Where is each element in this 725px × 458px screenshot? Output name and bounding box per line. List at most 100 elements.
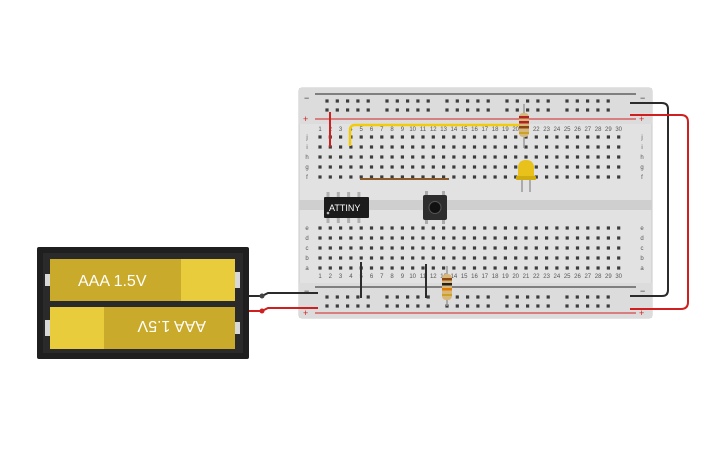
rail-hole[interactable] (575, 99, 579, 103)
terminal-hole[interactable] (483, 145, 487, 149)
terminal-hole[interactable] (545, 155, 549, 159)
terminal-hole[interactable] (390, 155, 394, 159)
terminal-hole[interactable] (545, 256, 549, 260)
terminal-hole[interactable] (534, 266, 538, 270)
terminal-hole[interactable] (555, 236, 559, 240)
terminal-hole[interactable] (617, 135, 621, 139)
terminal-hole[interactable] (328, 266, 332, 270)
terminal-hole[interactable] (472, 266, 477, 270)
terminal-hole[interactable] (380, 155, 384, 159)
terminal-hole[interactable] (339, 155, 343, 159)
rail-hole[interactable] (455, 99, 459, 103)
terminal-hole[interactable] (452, 155, 456, 159)
terminal-hole[interactable] (411, 155, 415, 159)
terminal-hole[interactable] (472, 175, 477, 179)
terminal-hole[interactable] (483, 155, 487, 159)
terminal-hole[interactable] (339, 165, 343, 169)
terminal-hole[interactable] (493, 135, 497, 139)
terminal-hole[interactable] (400, 145, 404, 149)
terminal-hole[interactable] (534, 165, 538, 169)
terminal-hole[interactable] (369, 135, 374, 139)
terminal-hole[interactable] (359, 135, 363, 139)
terminal-hole[interactable] (545, 175, 549, 179)
terminal-hole[interactable] (586, 155, 590, 159)
terminal-hole[interactable] (575, 175, 580, 179)
terminal-hole[interactable] (359, 165, 363, 169)
terminal-hole[interactable] (575, 145, 580, 149)
terminal-hole[interactable] (493, 236, 497, 240)
terminal-hole[interactable] (318, 256, 322, 260)
wire-red-rail-bridge[interactable] (630, 114, 689, 310)
rail-hole[interactable] (335, 99, 339, 103)
terminal-hole[interactable] (328, 246, 332, 250)
terminal-hole[interactable] (400, 155, 404, 159)
terminal-hole[interactable] (586, 175, 590, 179)
rail-hole[interactable] (565, 304, 569, 308)
terminal-hole[interactable] (555, 175, 559, 179)
terminal-hole[interactable] (369, 266, 374, 270)
rail-hole[interactable] (325, 108, 329, 112)
rail-hole[interactable] (356, 295, 360, 299)
terminal-hole[interactable] (555, 145, 559, 149)
terminal-hole[interactable] (328, 165, 332, 169)
terminal-hole[interactable] (431, 145, 435, 149)
rail-hole[interactable] (356, 304, 360, 308)
terminal-hole[interactable] (400, 165, 404, 169)
rail-hole[interactable] (596, 295, 600, 299)
terminal-hole[interactable] (524, 246, 528, 250)
terminal-hole[interactable] (617, 175, 621, 179)
attiny-chip[interactable]: ATTINY (324, 192, 369, 223)
rail-hole[interactable] (536, 99, 540, 103)
terminal-hole[interactable] (606, 246, 610, 250)
terminal-hole[interactable] (606, 226, 610, 230)
rail-hole[interactable] (606, 295, 610, 299)
terminal-hole[interactable] (545, 165, 549, 169)
terminal-hole[interactable] (472, 246, 477, 250)
terminal-hole[interactable] (369, 226, 374, 230)
terminal-hole[interactable] (514, 246, 518, 250)
terminal-hole[interactable] (369, 145, 374, 149)
terminal-hole[interactable] (442, 145, 446, 149)
terminal-hole[interactable] (318, 145, 322, 149)
terminal-hole[interactable] (359, 226, 363, 230)
terminal-hole[interactable] (555, 135, 559, 139)
terminal-hole[interactable] (596, 256, 600, 260)
rail-hole[interactable] (406, 295, 410, 299)
terminal-hole[interactable] (390, 236, 394, 240)
terminal-hole[interactable] (596, 246, 600, 250)
terminal-hole[interactable] (606, 165, 610, 169)
terminal-hole[interactable] (349, 165, 353, 169)
terminal-hole[interactable] (349, 175, 353, 179)
terminal-hole[interactable] (452, 236, 456, 240)
terminal-hole[interactable] (524, 145, 528, 149)
rail-hole[interactable] (476, 304, 480, 308)
terminal-hole[interactable] (359, 256, 363, 260)
terminal-hole[interactable] (390, 256, 394, 260)
rail-hole[interactable] (575, 108, 579, 112)
terminal-hole[interactable] (483, 165, 487, 169)
terminal-hole[interactable] (575, 246, 580, 250)
terminal-hole[interactable] (421, 165, 425, 169)
terminal-hole[interactable] (617, 256, 621, 260)
terminal-hole[interactable] (411, 236, 415, 240)
rail-hole[interactable] (526, 108, 530, 112)
rail-hole[interactable] (515, 295, 519, 299)
hole-grid[interactable] (318, 99, 621, 308)
terminal-hole[interactable] (400, 266, 404, 270)
rail-hole[interactable] (366, 108, 370, 112)
rail-hole[interactable] (586, 304, 590, 308)
rail-hole[interactable] (526, 99, 530, 103)
terminal-hole[interactable] (575, 226, 580, 230)
terminal-hole[interactable] (421, 236, 425, 240)
rail-hole[interactable] (515, 99, 519, 103)
rail-hole[interactable] (486, 108, 490, 112)
terminal-hole[interactable] (462, 266, 466, 270)
terminal-hole[interactable] (390, 246, 394, 250)
terminal-hole[interactable] (503, 145, 507, 149)
rail-hole[interactable] (416, 295, 420, 299)
terminal-hole[interactable] (514, 226, 518, 230)
rail-hole[interactable] (385, 108, 389, 112)
terminal-hole[interactable] (431, 165, 435, 169)
rail-hole[interactable] (486, 304, 490, 308)
terminal-hole[interactable] (411, 145, 415, 149)
